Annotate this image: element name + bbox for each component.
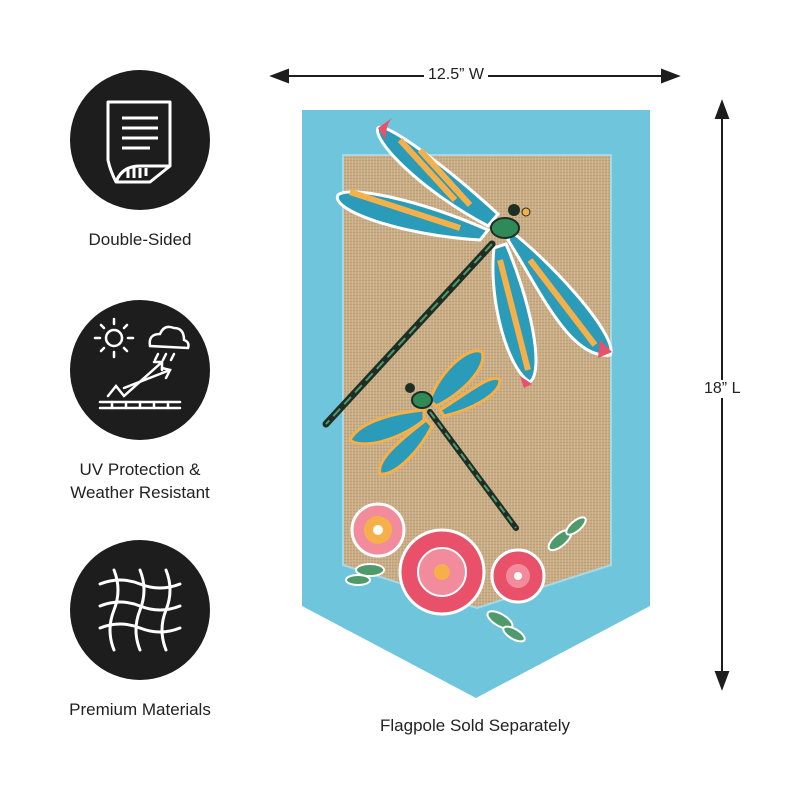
feature-premium-materials: Premium Materials: [40, 540, 240, 721]
flower-small-left: [350, 502, 406, 558]
large-dragonfly: [322, 118, 613, 428]
feature-label: Double-Sided: [88, 230, 192, 249]
flower-cluster: [345, 502, 587, 643]
feature-double-sided: Double-Sided: [40, 70, 240, 251]
double-sided-page-icon: [70, 70, 210, 210]
flagpole-note: Flagpole Sold Separately: [380, 716, 570, 735]
small-dragonfly: [348, 349, 519, 531]
flower-small-right: [490, 548, 546, 604]
length-dimension: 18” L: [700, 380, 745, 398]
sun-cloud-uv-icon: [70, 300, 210, 440]
feature-uv-protection: UV Protection & Weather Resistant: [40, 300, 240, 504]
woven-fabric-icon: [70, 540, 210, 680]
feature-label: UV Protection & Weather Resistant: [70, 460, 210, 502]
flower-center: [398, 528, 486, 616]
feature-label: Premium Materials: [69, 700, 211, 719]
width-dimension: 12.5” W: [424, 66, 489, 84]
